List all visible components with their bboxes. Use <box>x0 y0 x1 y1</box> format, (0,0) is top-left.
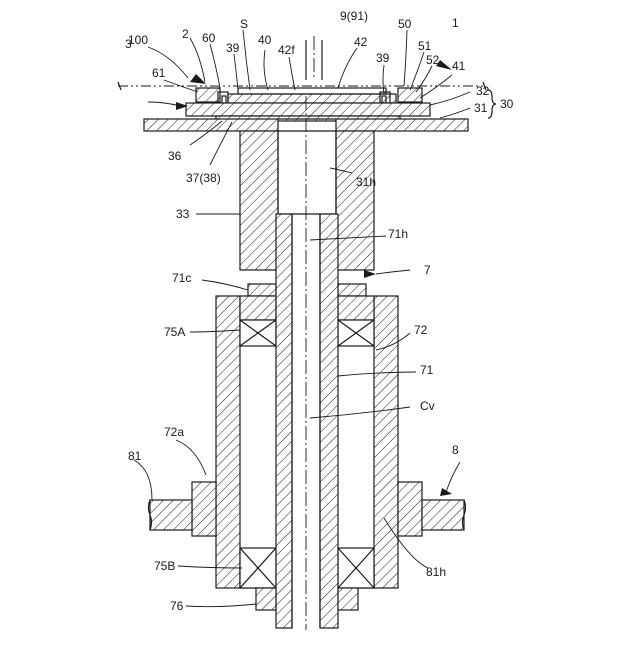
stage-plate-42 <box>228 88 396 103</box>
label-71c: 71c <box>172 271 191 285</box>
label-42: 42 <box>354 35 368 49</box>
upper-shaft-stub-9 <box>306 36 322 80</box>
label-60: 60 <box>202 31 216 45</box>
holder-32 <box>186 103 430 121</box>
label-33: 33 <box>176 207 190 221</box>
label-31h: 31h <box>356 175 376 189</box>
label-100: 100 <box>128 33 148 47</box>
label-39-left: 39 <box>226 41 240 55</box>
label-Cv: Cv <box>420 399 435 413</box>
label-72a: 72a <box>164 425 184 439</box>
label-42f: 42f <box>278 43 295 57</box>
label-41: 41 <box>452 59 466 73</box>
label-39-right: 39 <box>376 51 390 65</box>
lower-collar-76 <box>256 588 358 610</box>
label-71h: 71h <box>388 227 408 241</box>
label-31: 31 <box>474 101 488 115</box>
label-7: 7 <box>424 263 431 277</box>
label-51: 51 <box>418 39 432 53</box>
label-37-38: 37(38) <box>186 171 221 185</box>
label-2: 2 <box>182 27 189 41</box>
label-71: 71 <box>420 363 434 377</box>
label-72: 72 <box>414 323 428 337</box>
bearing-75A <box>240 320 374 346</box>
rotating-shaft-71 <box>276 214 338 628</box>
label-81: 81 <box>128 449 142 463</box>
upper-hollow-shaft-33 <box>240 131 374 270</box>
label-76: 76 <box>170 599 184 613</box>
label-S: S <box>240 17 248 31</box>
label-40: 40 <box>258 33 272 47</box>
label-32: 32 <box>476 84 490 98</box>
label-8: 8 <box>452 443 459 457</box>
label-30: 30 <box>500 97 514 111</box>
bearing-75B <box>240 548 374 588</box>
housing-72 <box>192 296 422 588</box>
label-75A: 75A <box>164 325 185 339</box>
label-36: 36 <box>168 149 182 163</box>
label-61: 61 <box>152 66 166 80</box>
label-81h: 81h <box>426 565 446 579</box>
label-75B: 75B <box>154 559 175 573</box>
label-9-91: 9(91) <box>340 9 368 23</box>
label-1: 1 <box>452 16 459 30</box>
coupling-71c <box>248 284 366 296</box>
label-50: 50 <box>398 17 412 31</box>
label-52: 52 <box>426 53 440 67</box>
